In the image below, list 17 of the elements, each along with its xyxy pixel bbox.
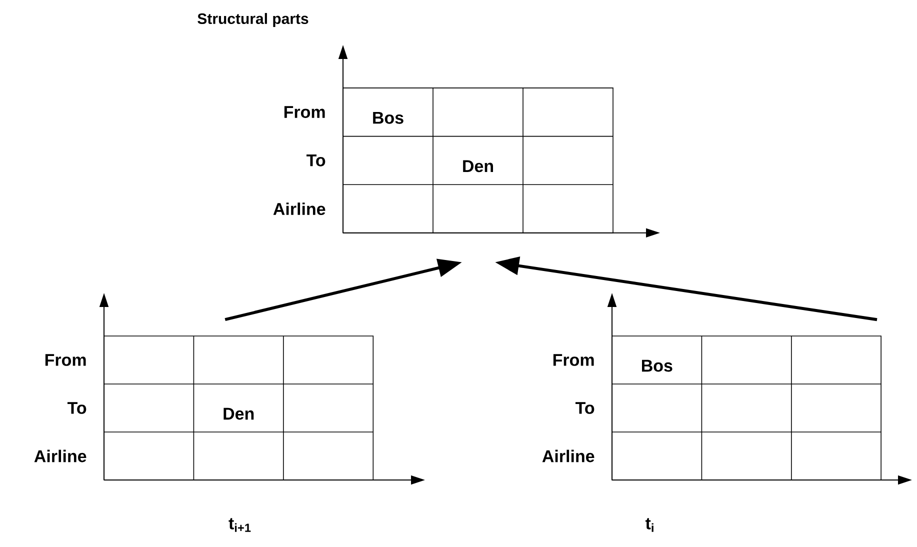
row-label: To bbox=[576, 402, 594, 414]
row-label: Airline bbox=[273, 202, 326, 216]
row-label: From bbox=[553, 354, 594, 366]
node-label: Bos bbox=[373, 112, 404, 124]
row-label: From bbox=[284, 106, 325, 118]
row-label: To bbox=[67, 402, 86, 414]
axis-label: t$_{i+1}$ bbox=[228, 518, 251, 532]
row-label: Airline bbox=[542, 450, 594, 462]
grid-table: Den bbox=[104, 336, 374, 480]
axis-label: Structural parts bbox=[198, 13, 308, 27]
grid-table: Bos Den bbox=[342, 88, 614, 234]
row-label: To bbox=[306, 154, 326, 166]
grid-table: Bos bbox=[612, 336, 882, 480]
row-label: From bbox=[45, 354, 86, 366]
node-label: Den bbox=[463, 160, 494, 172]
row-label: Airline bbox=[34, 450, 86, 462]
axis-label: t$_{i}$ bbox=[645, 518, 654, 532]
